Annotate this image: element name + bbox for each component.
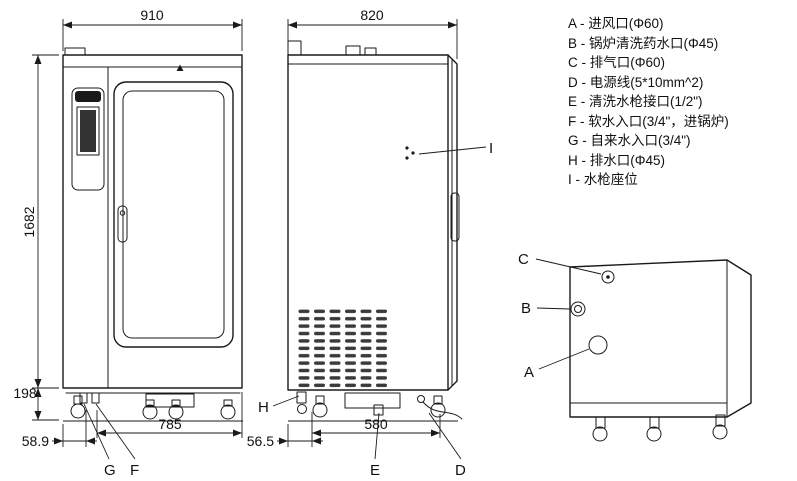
chimney-stub <box>364 47 377 56</box>
front-left-offset-dim: 58.9 <box>22 433 49 449</box>
soft-water-inlet-fitting <box>91 392 100 404</box>
caster-wheel <box>70 403 86 419</box>
callout-a: A <box>524 364 534 381</box>
callout-c: C <box>518 251 529 268</box>
front-base-width-dim: 785 <box>158 416 182 432</box>
legend-item-a: A - 进风口(Φ60) <box>568 16 664 31</box>
callout-e: E <box>370 462 380 479</box>
caster-wheel <box>592 426 608 442</box>
legend-item-f: F - 软水入口(3/4"，进锅炉) <box>568 113 729 129</box>
leader-a <box>538 348 590 370</box>
legend-item-c: C - 排气口(Φ60) <box>568 55 666 70</box>
callout-f: F <box>130 462 139 479</box>
front-view: 910 1682 198 58.9 785 G F <box>13 7 243 479</box>
side-view: 820 56.5 580 H E D I <box>247 7 493 479</box>
power-cord <box>422 401 463 420</box>
power-cord-gland <box>417 395 425 403</box>
leader-d <box>428 412 462 460</box>
side-dimension-lines <box>272 19 487 460</box>
caster-wheel <box>142 404 158 420</box>
callout-i: I <box>489 140 493 157</box>
legend-item-e: E - 清洗水枪接口(1/2") <box>568 94 703 109</box>
side-base <box>288 391 463 422</box>
legend-item-i: I - 水枪座位 <box>568 172 638 187</box>
front-width-dim: 910 <box>140 7 164 23</box>
vent-grille <box>298 308 391 390</box>
caster-wheel <box>220 404 236 420</box>
leader-b <box>536 307 571 310</box>
drain-fitting <box>296 391 307 404</box>
oven-door <box>113 81 234 348</box>
caster-wheel <box>168 404 184 420</box>
chimney-stub <box>345 45 361 56</box>
tap-water-inlet-fitting <box>79 392 88 404</box>
legend-item-b: B - 锅炉清洗药水口(Φ45) <box>568 35 719 51</box>
leader-e <box>374 412 380 460</box>
legend: A - 进风口(Φ60) B - 锅炉清洗药水口(Φ45) C - 排气口(Φ6… <box>568 14 729 190</box>
cleaning-gun-fitting <box>373 404 384 416</box>
front-dimension-lines <box>32 19 243 460</box>
side-width-dim: 820 <box>360 7 384 23</box>
leader-c <box>535 258 602 275</box>
port-a-air-inlet <box>588 335 608 355</box>
port-b-boiler-cleaning <box>570 301 586 317</box>
port-c-exhaust <box>601 270 615 284</box>
leader-f <box>95 403 136 460</box>
legend-item-d: D - 电源线(5*10mm^2) <box>568 74 704 90</box>
water-gun-mount-dots <box>405 146 415 160</box>
side-left-offset-dim: 56.5 <box>247 433 274 449</box>
caster-wheel <box>430 402 446 418</box>
callout-g: G <box>104 462 116 479</box>
side-door-handle <box>450 192 460 242</box>
rear-body-outline <box>569 259 752 418</box>
connection-ports <box>570 270 615 355</box>
side-base-width-dim: 580 <box>364 416 388 432</box>
front-base-height-dim: 198 <box>13 385 37 401</box>
caster-wheel <box>712 424 728 440</box>
door-handle <box>117 205 128 243</box>
legend-item-h: H - 排水口(Φ45) <box>568 152 666 168</box>
front-body-outline <box>62 47 243 389</box>
callout-b: B <box>521 300 531 317</box>
leader-g <box>83 403 110 460</box>
rear-leader-lines <box>535 258 602 370</box>
leader-h <box>272 395 300 407</box>
front-height-dim: 1682 <box>21 206 37 237</box>
caster-wheel <box>312 402 328 418</box>
rear-view: C B A <box>518 251 752 442</box>
caster-wheel <box>646 426 662 442</box>
rear-wheels <box>592 414 728 442</box>
callout-d: D <box>455 462 466 479</box>
top-vent-stub <box>287 40 302 56</box>
leader-i <box>418 146 487 155</box>
callout-h: H <box>258 399 269 416</box>
front-base <box>63 392 243 422</box>
control-display <box>71 87 105 191</box>
warning-triangle-icon <box>176 64 184 71</box>
legend-item-g: G - 自来水入口(3/4") <box>568 133 691 148</box>
